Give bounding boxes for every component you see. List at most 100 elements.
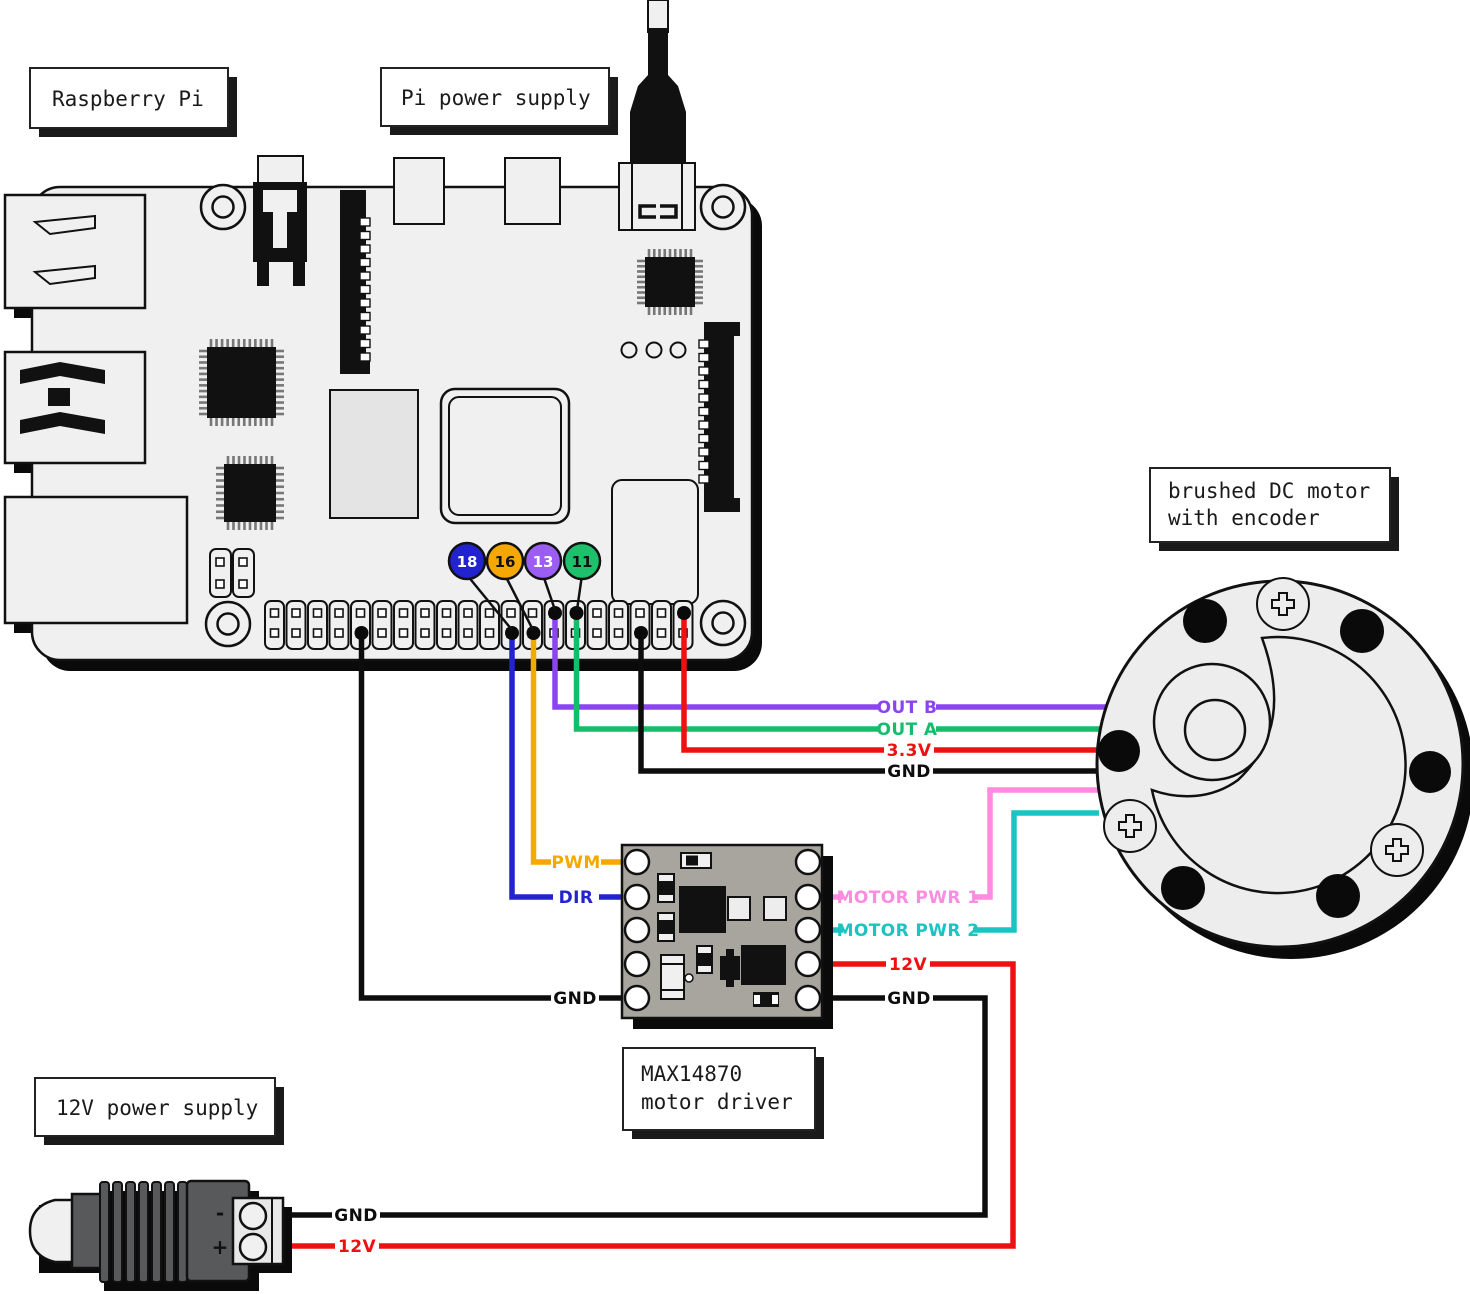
wire-label-motor-pwr-2: MOTOR PWR 2: [837, 921, 980, 941]
chip-pin: [695, 280, 703, 284]
chip-pin: [276, 349, 284, 353]
usb3-glyph-3: [48, 388, 70, 406]
av-jack-foot-1: [257, 262, 269, 286]
chip-pin: [216, 497, 224, 501]
chip-pin: [276, 485, 284, 489]
poe-pin: [238, 557, 248, 567]
gpio-pin: [463, 628, 473, 638]
shield-outer: [439, 387, 571, 525]
chip-pin: [254, 456, 257, 464]
driver-hole-left: [623, 984, 651, 1012]
supply-12v-title: 12V power supply: [56, 1096, 258, 1120]
chip-pin: [695, 301, 703, 305]
chip-pin: [199, 401, 207, 404]
barrel-fin: [151, 1181, 162, 1283]
capacitor-band: [697, 953, 712, 966]
usb3-port: [3, 350, 147, 465]
chip-pin: [243, 456, 246, 464]
driver-hole-right: [794, 984, 822, 1012]
gpio-pin: [312, 628, 323, 638]
chip-pin: [276, 406, 284, 410]
chip-pin: [695, 275, 703, 279]
gpio-pin: [613, 608, 624, 618]
gpio-pin: [527, 608, 538, 618]
motor-driver-board: [620, 843, 833, 1029]
poe-col: [232, 548, 255, 598]
capacitor-band: [658, 920, 674, 934]
via: [684, 973, 694, 983]
chip-pin: [663, 307, 667, 315]
power-cable: [647, 0, 669, 33]
gpio-pin: [269, 628, 280, 638]
chip-pin: [254, 418, 257, 426]
gpio-pin: [334, 628, 344, 638]
terminal-screw-minus: [238, 1201, 268, 1231]
vent-hole: [1316, 874, 1360, 918]
smd-pad: [772, 995, 778, 1004]
dsi-foot: [340, 358, 370, 374]
chip-pin: [231, 339, 235, 347]
motor-cam: [1150, 635, 1407, 895]
wire-pwm: [530, 633, 637, 865]
title-boxes: Raspberry Pi Pi power supply brushed DC …: [29, 67, 1399, 1145]
csi-pin: [698, 406, 710, 417]
chip-pin: [637, 301, 645, 305]
chip-pin: [226, 418, 229, 426]
chip-pin: [216, 510, 224, 514]
pin-dot: [677, 606, 691, 620]
barrel-fin: [164, 1181, 175, 1283]
chip-pin: [276, 491, 284, 495]
chip-pin: [637, 270, 645, 273]
capacitor-band: [658, 881, 674, 895]
badge-pointer-13: [541, 574, 557, 611]
chip-pin: [199, 372, 207, 376]
wire-labels: OUT B OUT A 3.3V GND PWM DIR GND MOTOR P…: [332, 697, 979, 1257]
dsi-pin: [359, 325, 371, 335]
chip-pin: [637, 264, 645, 268]
terminal-plus-symbol: +: [212, 1235, 229, 1259]
wire-label-12v-supply: 12V: [338, 1237, 376, 1257]
mosfet-ic: [741, 945, 786, 985]
chip-pin: [242, 339, 246, 347]
smd-pad: [763, 896, 787, 921]
gpio-pin: [441, 628, 452, 638]
csi-pin: [698, 474, 710, 484]
raspberry-pi-title: Raspberry Pi: [52, 87, 204, 111]
mount-hole-inner: [711, 195, 735, 219]
chip-pin: [259, 418, 263, 426]
badge-13: [523, 541, 563, 581]
badge-pointer-11: [575, 574, 584, 611]
chip-pin: [199, 361, 207, 364]
barrel-body: [70, 1192, 106, 1270]
chip-pin: [265, 522, 268, 530]
chip-pin: [276, 466, 284, 470]
gpio-pin: [635, 608, 645, 618]
av-jack-foot-2: [293, 262, 305, 286]
label-bg: [886, 954, 930, 974]
chip-pin: [695, 296, 703, 300]
wire-label-3v3: 3.3V: [887, 741, 932, 761]
chip-pin: [276, 389, 284, 393]
dsi-pin: [359, 352, 371, 362]
pi-power-supply-title: Pi power supply: [401, 86, 591, 110]
mount-hole-inner: [216, 612, 240, 636]
transistor-tab: [726, 949, 734, 957]
label-bg: [551, 988, 599, 1008]
chip-pin: [270, 418, 274, 426]
driver-components: [657, 852, 787, 1007]
gpio-pin: [592, 608, 602, 618]
chip-pin: [216, 472, 224, 476]
label-bg: [879, 719, 936, 739]
gpio-header: [264, 600, 694, 650]
label-bg: [332, 1205, 380, 1225]
usb3-glyph-1: [20, 362, 105, 384]
electrolytic-cap: [660, 954, 685, 1000]
hdmi-port-1: [393, 157, 445, 225]
dsi-pin: [359, 311, 371, 322]
screw-cross-icon: [1271, 592, 1295, 616]
chip-pin: [226, 339, 229, 347]
motor-vent-holes: [1098, 599, 1451, 918]
chip-pin: [695, 259, 703, 263]
supply-12v-box: [34, 1077, 276, 1137]
